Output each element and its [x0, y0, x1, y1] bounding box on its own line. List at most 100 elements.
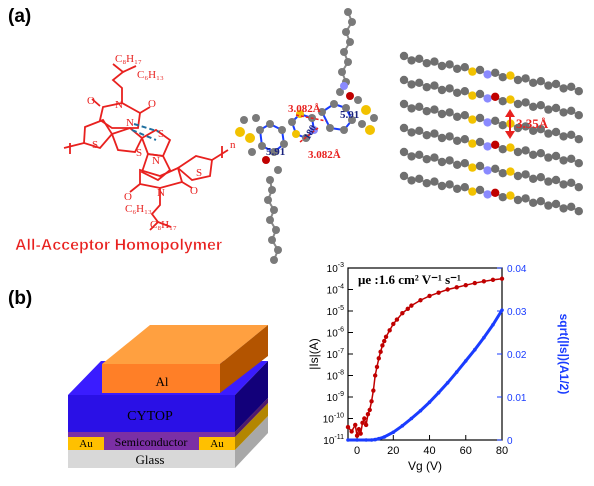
y-left-tick-label: 10-3: [327, 262, 344, 275]
stack-atom: [506, 71, 515, 80]
stack-atom: [415, 78, 424, 88]
carbon-atom: [346, 38, 354, 46]
stack-atom: [460, 62, 469, 72]
y-left-tick-label: 10-9: [327, 391, 344, 404]
stack-atom: [437, 109, 447, 119]
stack-atom: [407, 152, 416, 161]
series-left-point: [418, 298, 423, 303]
stack-atom: [544, 105, 553, 114]
series-right-point: [382, 435, 387, 439]
repeat-n: n: [230, 139, 236, 151]
stack-atom: [574, 87, 583, 96]
stack-atom: [521, 170, 530, 179]
pi-stacking-model: [399, 51, 583, 216]
stack-atom: [475, 65, 485, 75]
y-right-tick-label: 0.04: [507, 264, 527, 275]
core-atom: [266, 120, 274, 128]
stack-atom: [399, 147, 409, 157]
stack-atom: [491, 188, 500, 197]
stack-atom: [498, 97, 507, 106]
series-left-point: [378, 349, 383, 355]
stack-atom: [415, 102, 424, 112]
stack-atom: [498, 73, 507, 82]
series-right-point: [369, 438, 374, 442]
stack-atom: [551, 103, 561, 113]
stack-atom: [544, 81, 553, 90]
stack-atom: [460, 183, 469, 192]
series-right-point: [427, 400, 432, 404]
series-left-point: [382, 338, 387, 344]
stack-atom: [483, 166, 492, 175]
core-atom: [340, 82, 348, 90]
stack-atom: [407, 80, 416, 89]
series-left-point: [400, 310, 405, 316]
stack-atom: [529, 198, 538, 207]
glass-label: Glass: [136, 452, 165, 467]
core-atom: [252, 114, 260, 122]
stack-atom: [453, 136, 462, 145]
core-atom: [280, 140, 288, 148]
stack-atom: [559, 180, 568, 189]
chemical-structure: [63, 63, 229, 231]
y-right-tick-label: 0: [507, 436, 513, 447]
core-atom: [278, 126, 286, 134]
stack-atom: [475, 185, 485, 195]
stack-atom: [430, 81, 439, 90]
stack-atom: [453, 64, 462, 74]
series-left-point: [369, 399, 374, 404]
core-atom: [258, 142, 266, 150]
stack-atom: [521, 194, 530, 203]
stack-atom: [468, 187, 477, 196]
plot-frame: [347, 267, 503, 441]
series-left-line: [347, 278, 503, 437]
series-right-point: [364, 438, 368, 442]
stack-atom: [445, 156, 454, 165]
s-n-interaction: [131, 123, 161, 141]
stack-atom: [559, 84, 568, 93]
al-layer-top: [102, 325, 268, 364]
series-left-point: [436, 290, 441, 295]
y-left-tick-label: 10-10: [323, 413, 344, 426]
series-right-point: [409, 416, 414, 421]
core-atom: [262, 156, 270, 164]
carbon-atom: [340, 48, 348, 56]
core-atom: [346, 92, 354, 100]
series-right-point: [473, 347, 477, 352]
au-right: [199, 437, 235, 450]
core-atom: [330, 100, 338, 108]
c8h17-top: C₈H₁₇: [115, 53, 142, 65]
stack-atom: [513, 123, 523, 133]
atom-s2: S: [136, 147, 142, 159]
mobility-annotation: μe :1.6 cm² V⁻¹ s⁻¹: [358, 272, 461, 287]
dist-top-label: 3.082Å: [288, 103, 321, 115]
thiazole-atom: [292, 130, 300, 138]
series-left-point: [360, 420, 365, 425]
stack-atom: [559, 132, 568, 141]
series-right-point: [454, 370, 459, 374]
atom-o1: O: [87, 95, 95, 107]
stack-atom: [513, 99, 523, 109]
stack-atom: [567, 178, 576, 187]
series-left-point: [391, 321, 396, 327]
stack-atom: [399, 123, 409, 133]
stack-atom: [399, 171, 409, 181]
stack-atom: [483, 142, 492, 151]
series-right-point: [346, 438, 350, 442]
atom-n2: N: [126, 117, 134, 129]
series-right-point: [373, 437, 377, 442]
device-schematic: Al CYTOP Semiconductor Au Au Glass: [68, 325, 268, 468]
stack-atom: [513, 75, 523, 85]
stack-atom: [445, 180, 454, 189]
series-left-point: [376, 356, 381, 361]
stack-atom: [407, 128, 416, 137]
x-tick-label: 80: [496, 445, 508, 457]
c6h13-bottom: C₆H₁₃: [125, 203, 152, 215]
stack-atom: [498, 193, 507, 202]
c8h17-bottom: C₈H₁₇: [150, 219, 177, 231]
y-left-tick-label: 10-4: [327, 284, 344, 297]
series-left-point: [356, 427, 362, 432]
stack-atom: [437, 61, 447, 71]
x-tick-label: 40: [423, 445, 435, 457]
stack-atom: [483, 70, 492, 79]
